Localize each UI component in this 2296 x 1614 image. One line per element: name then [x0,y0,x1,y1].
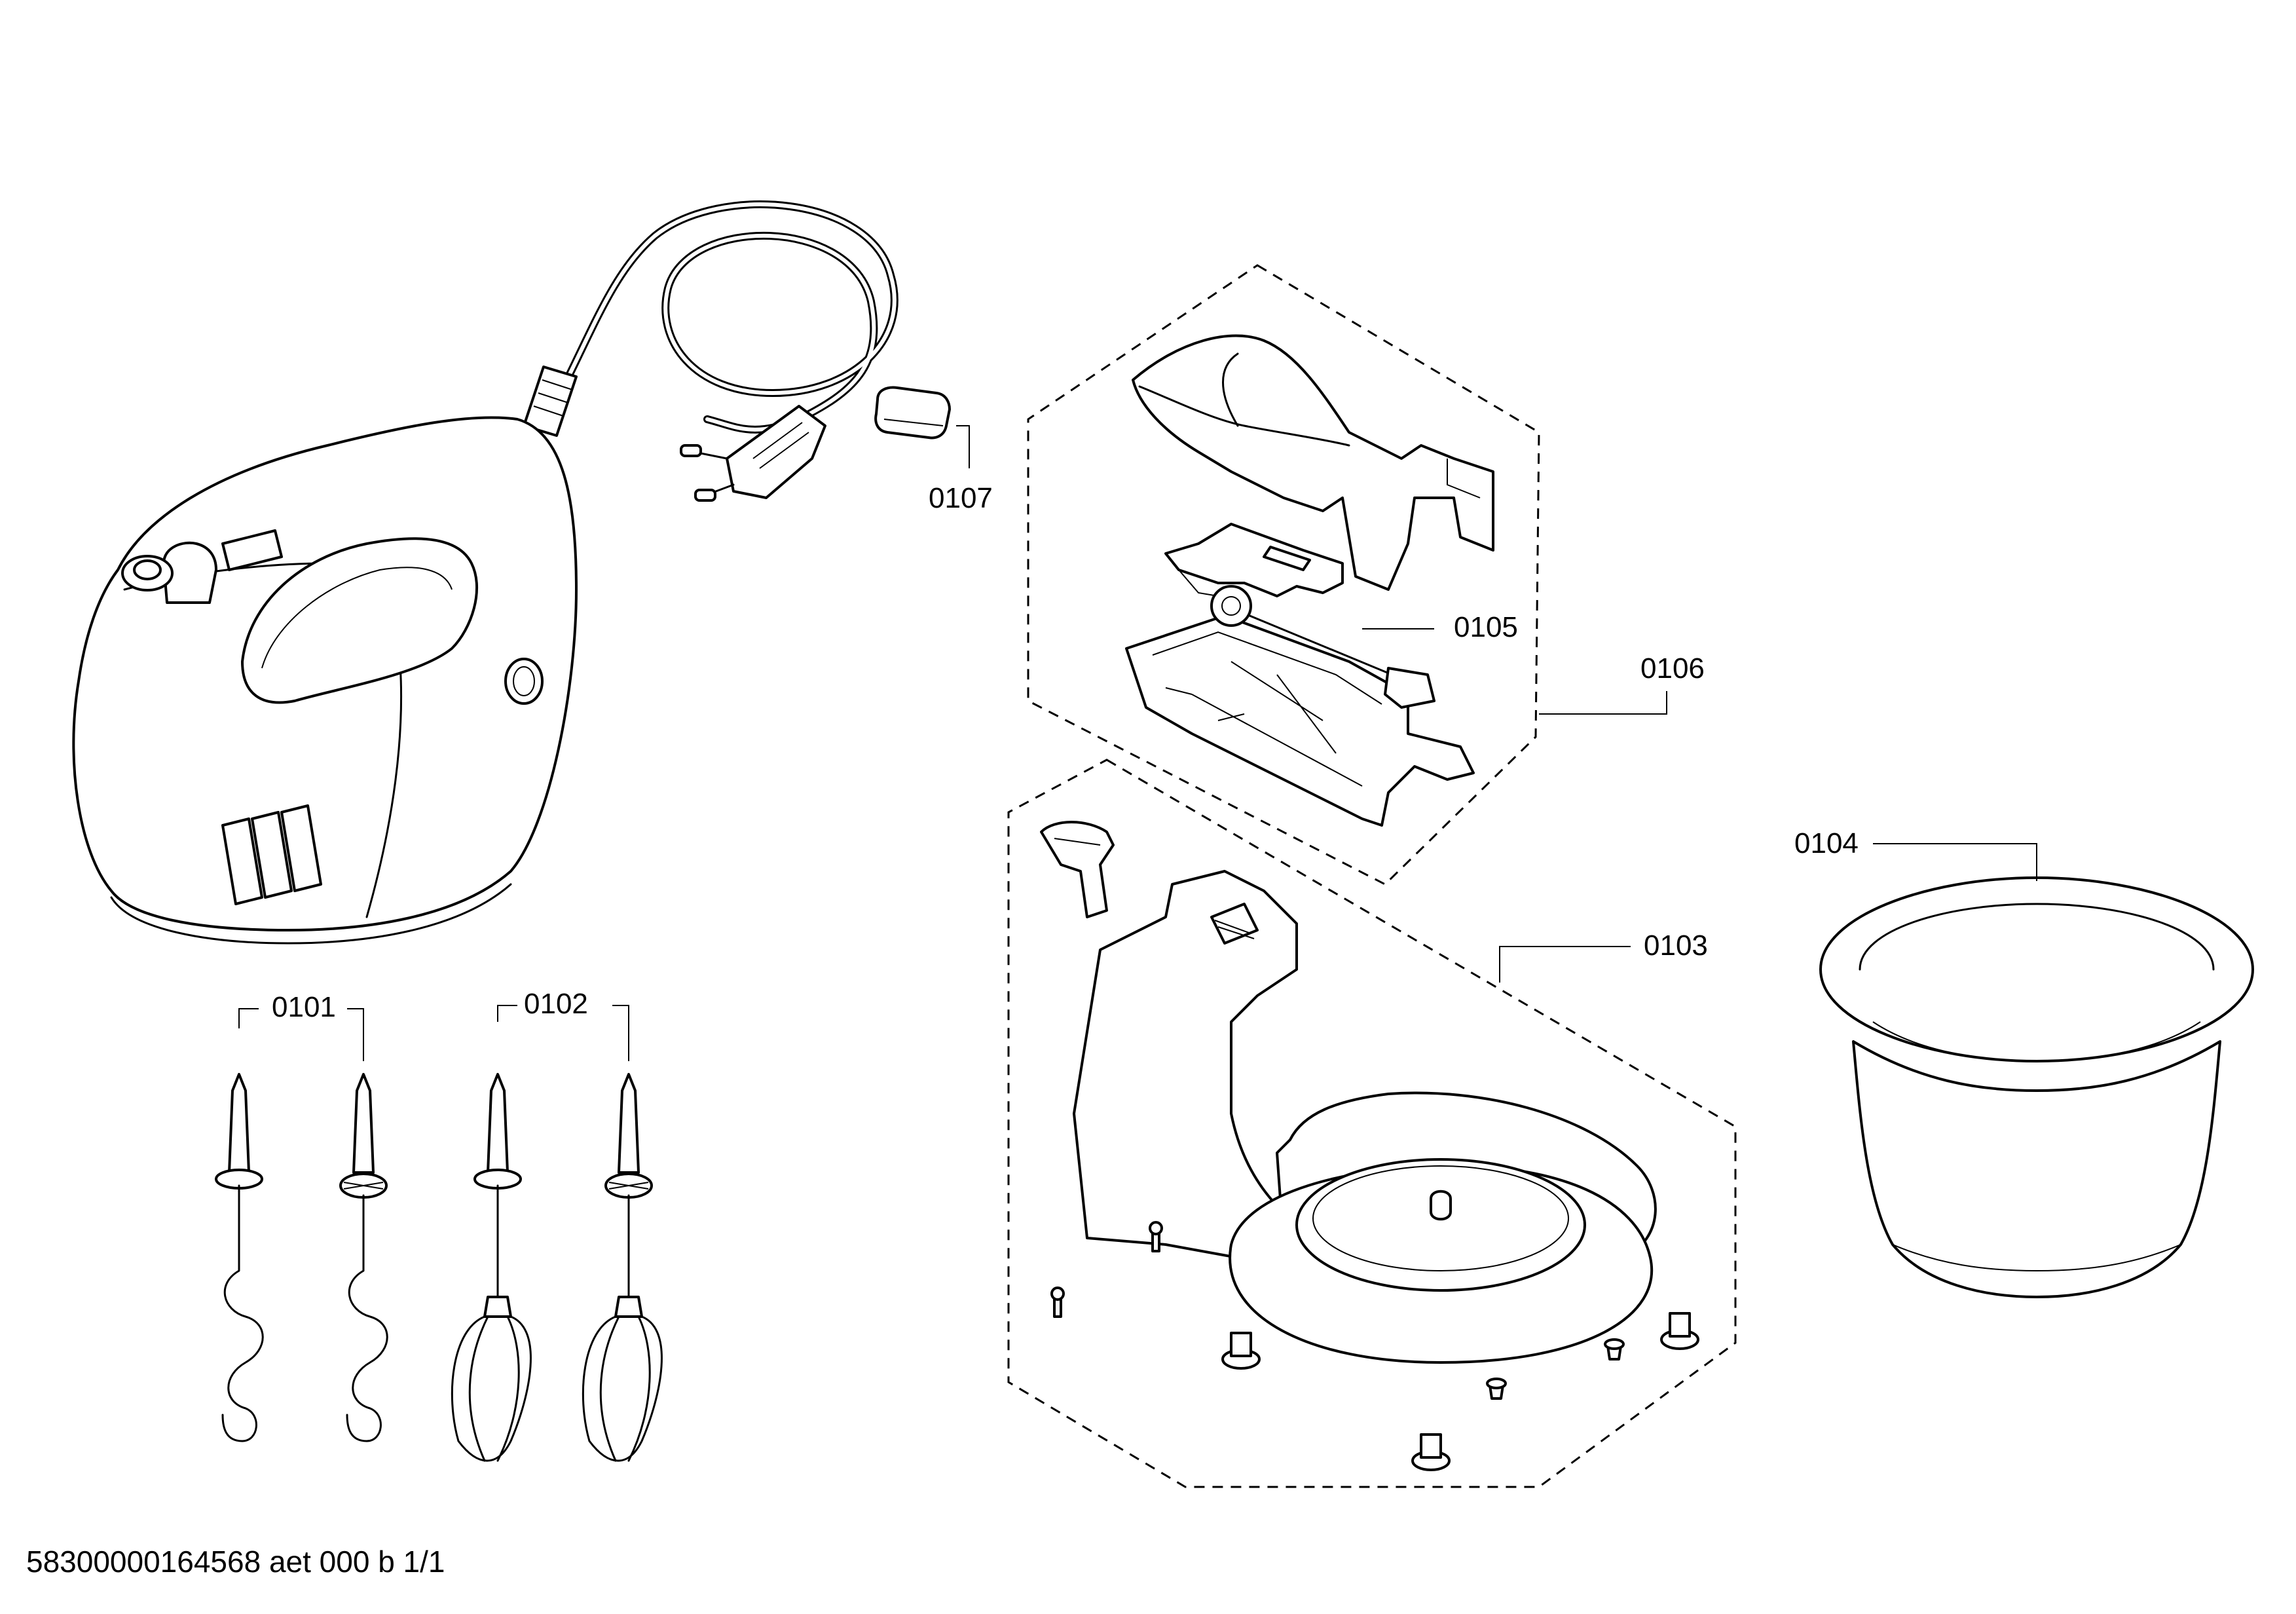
part-0103-stand [1040,821,1699,1471]
assembly-outline-0106 [1027,264,1540,886]
part-0107-clip [874,386,970,468]
part-0101-dough-hooks [215,1008,388,1442]
part-label-0107: 0107 [929,482,993,514]
part-label-0104: 0104 [1794,827,1859,859]
part-0106-cover [1132,334,1494,591]
hand-mixer [72,200,898,945]
part-0104-bowl [1819,843,2254,1298]
part-label-0102: 0102 [524,988,588,1020]
part-label-0101: 0101 [272,991,336,1023]
part-label-0103: 0103 [1644,929,1708,962]
assembly-outline-0103 [1007,759,1737,1488]
screws [1050,1221,1699,1471]
part-0102-whisks [451,1005,663,1462]
document-footer-code: 58300000164568 aet 000 b 1/1 [26,1545,445,1579]
part-label-0105: 0105 [1454,611,1518,643]
power-plug [680,405,826,502]
part-0105-gear-train [1125,585,1475,827]
part-bracket [1164,523,1344,597]
part-label-0106: 0106 [1640,652,1705,685]
